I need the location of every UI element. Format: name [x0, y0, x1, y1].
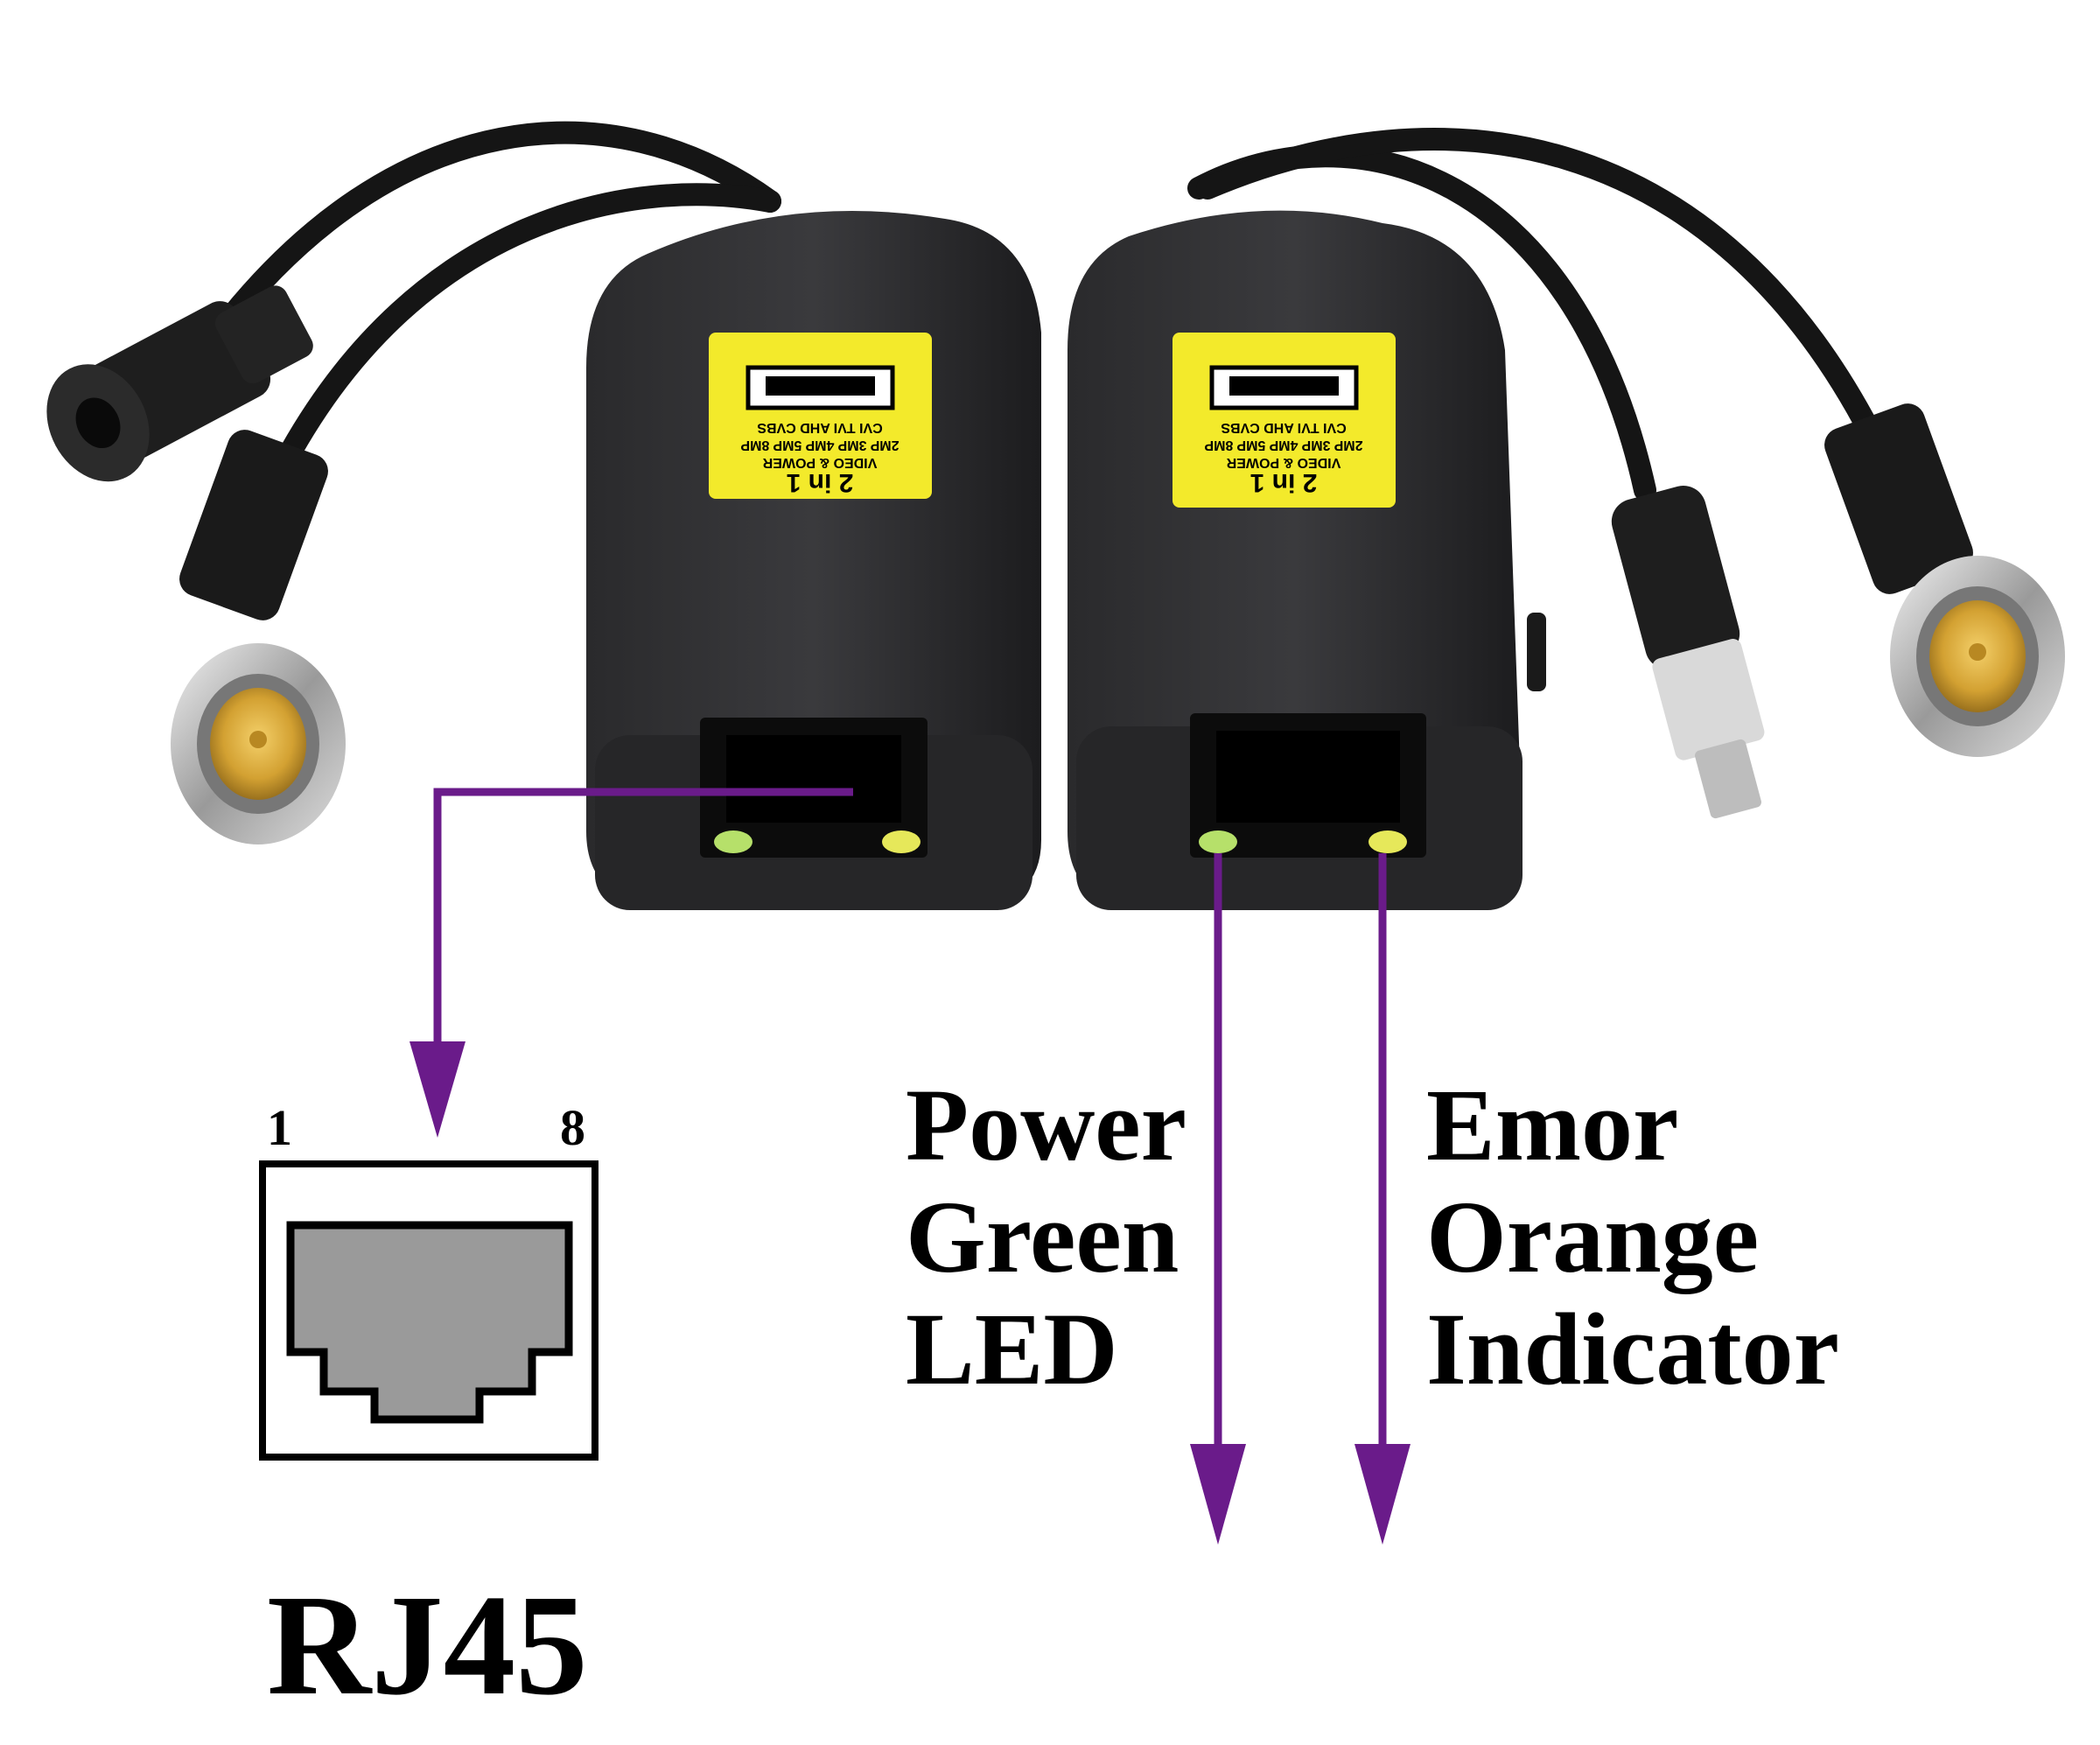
led-green-right [1199, 830, 1237, 853]
pin-number-first: 1 [267, 1099, 292, 1156]
arrows [410, 788, 1410, 1545]
led-orange-right [1368, 830, 1407, 853]
power-led-line-3: LED [906, 1292, 1118, 1406]
left-balun-housing: CVI TVI AHD CVBS 2MP 3MP 4MP 5MP 8MP VID… [586, 211, 1041, 910]
dc-female-jack [46, 285, 313, 482]
sticker-left-resolutions: 2MP 3MP 4MP 5MP 8MP [740, 438, 899, 452]
arrowhead-error-indicator [1354, 1444, 1410, 1545]
arrowhead-diagram [410, 1041, 466, 1138]
right-cables [1187, 128, 1875, 501]
sticker-right-title: 2 in 1 [1250, 468, 1318, 497]
rj45-pin-diagram [259, 1160, 598, 1461]
led-green-left [714, 830, 752, 853]
left-cables [207, 121, 781, 466]
sticker-right-formats: CVI TVI AHD CVBS [1221, 420, 1347, 435]
sticker-right-subtitle: VIDEO & POWER [1226, 455, 1340, 470]
error-indicator-line-3: Indicator [1426, 1292, 1839, 1406]
power-led-label: Power Green LED [906, 1069, 1186, 1405]
rj45-socket-shape [286, 1221, 573, 1424]
arrowhead-power-led [1190, 1444, 1246, 1545]
sticker-right-resolutions: 2MP 3MP 4MP 5MP 8MP [1204, 438, 1362, 452]
dc-male-plug [1611, 486, 1765, 819]
led-orange-left [882, 830, 920, 853]
right-balun-housing: CVI TVI AHD CVBS 2MP 3MP 4MP 5MP 8MP VID… [1068, 210, 1546, 910]
error-indicator-label: Emor Orange Indicator [1426, 1069, 1839, 1405]
pin-number-last: 8 [560, 1099, 585, 1156]
bnc-connector-left [171, 430, 346, 844]
rj45-caption: RJ45 [267, 1565, 588, 1725]
sticker-left-subtitle: VIDEO & POWER [762, 455, 877, 470]
arrow-port-to-diagram [433, 788, 853, 1103]
bnc-connector-right [1824, 403, 2065, 757]
sticker-left-formats: CVI TVI AHD CVBS [757, 420, 883, 435]
error-indicator-line-1: Emor [1426, 1068, 1679, 1182]
sticker-left-title: 2 in 1 [787, 468, 854, 497]
power-led-line-2: Green [906, 1180, 1180, 1294]
error-indicator-line-2: Orange [1426, 1180, 1760, 1294]
power-led-line-1: Power [906, 1068, 1187, 1182]
